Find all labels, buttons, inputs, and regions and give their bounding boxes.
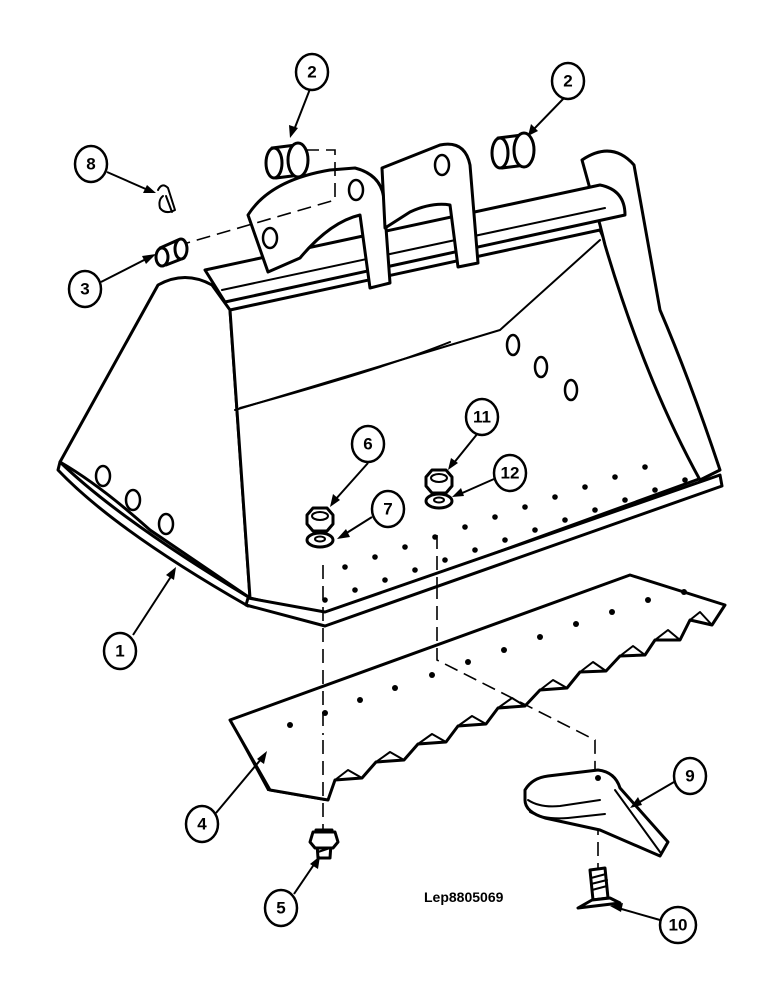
callout-10-label: 10 xyxy=(669,916,688,935)
nut-6 xyxy=(305,506,335,533)
callout-6-label: 6 xyxy=(363,435,372,454)
washer-7 xyxy=(305,531,335,549)
screw-10 xyxy=(576,866,622,910)
callout-8: 8 xyxy=(73,144,109,184)
callout-3: 3 xyxy=(67,269,103,309)
callout-12: 12 xyxy=(492,453,528,493)
callout-2-left-label: 2 xyxy=(307,63,316,82)
callout-10: 10 xyxy=(658,905,698,945)
callout-2-left: 2 xyxy=(294,52,330,92)
callout-2-right-label: 2 xyxy=(563,72,572,91)
bush-left xyxy=(264,141,310,180)
leader-lines xyxy=(100,88,675,921)
side-hole xyxy=(124,488,142,512)
callout-1: 1 xyxy=(102,631,138,671)
callout-6: 6 xyxy=(350,424,386,464)
side-hole xyxy=(533,355,549,379)
callout-5: 5 xyxy=(263,888,299,928)
callout-9-label: 9 xyxy=(685,767,694,786)
callout-12-label: 12 xyxy=(501,464,520,483)
cutting-edge xyxy=(228,573,727,802)
callout-11-label: 11 xyxy=(473,408,491,427)
bolt-5 xyxy=(308,828,340,860)
side-hole xyxy=(563,378,579,402)
washer-12 xyxy=(424,492,454,510)
nut-11 xyxy=(424,468,454,495)
pin xyxy=(154,237,189,268)
lynch-pin xyxy=(157,184,176,214)
callout-4-label: 4 xyxy=(197,815,207,834)
tooth-adapter xyxy=(523,768,670,858)
callouts: 2 2 8 3 1 6 7 11 xyxy=(67,52,708,945)
callout-3-label: 3 xyxy=(80,280,89,299)
side-hole xyxy=(94,464,112,488)
callout-8-label: 8 xyxy=(86,155,95,174)
callout-4: 4 xyxy=(184,804,220,844)
figure-reference-code: Lep8805069 xyxy=(424,889,504,905)
callout-5-label: 5 xyxy=(276,899,285,918)
side-hole xyxy=(157,512,175,536)
callout-1-label: 1 xyxy=(115,642,124,661)
callout-9: 9 xyxy=(672,756,708,796)
callout-11: 11 xyxy=(464,397,500,437)
callout-2-right: 2 xyxy=(550,61,586,101)
callout-7-label: 7 xyxy=(383,500,392,519)
mounting-brackets xyxy=(246,142,480,290)
callout-7: 7 xyxy=(370,489,406,529)
bush-right xyxy=(490,131,536,170)
side-hole xyxy=(505,333,521,357)
